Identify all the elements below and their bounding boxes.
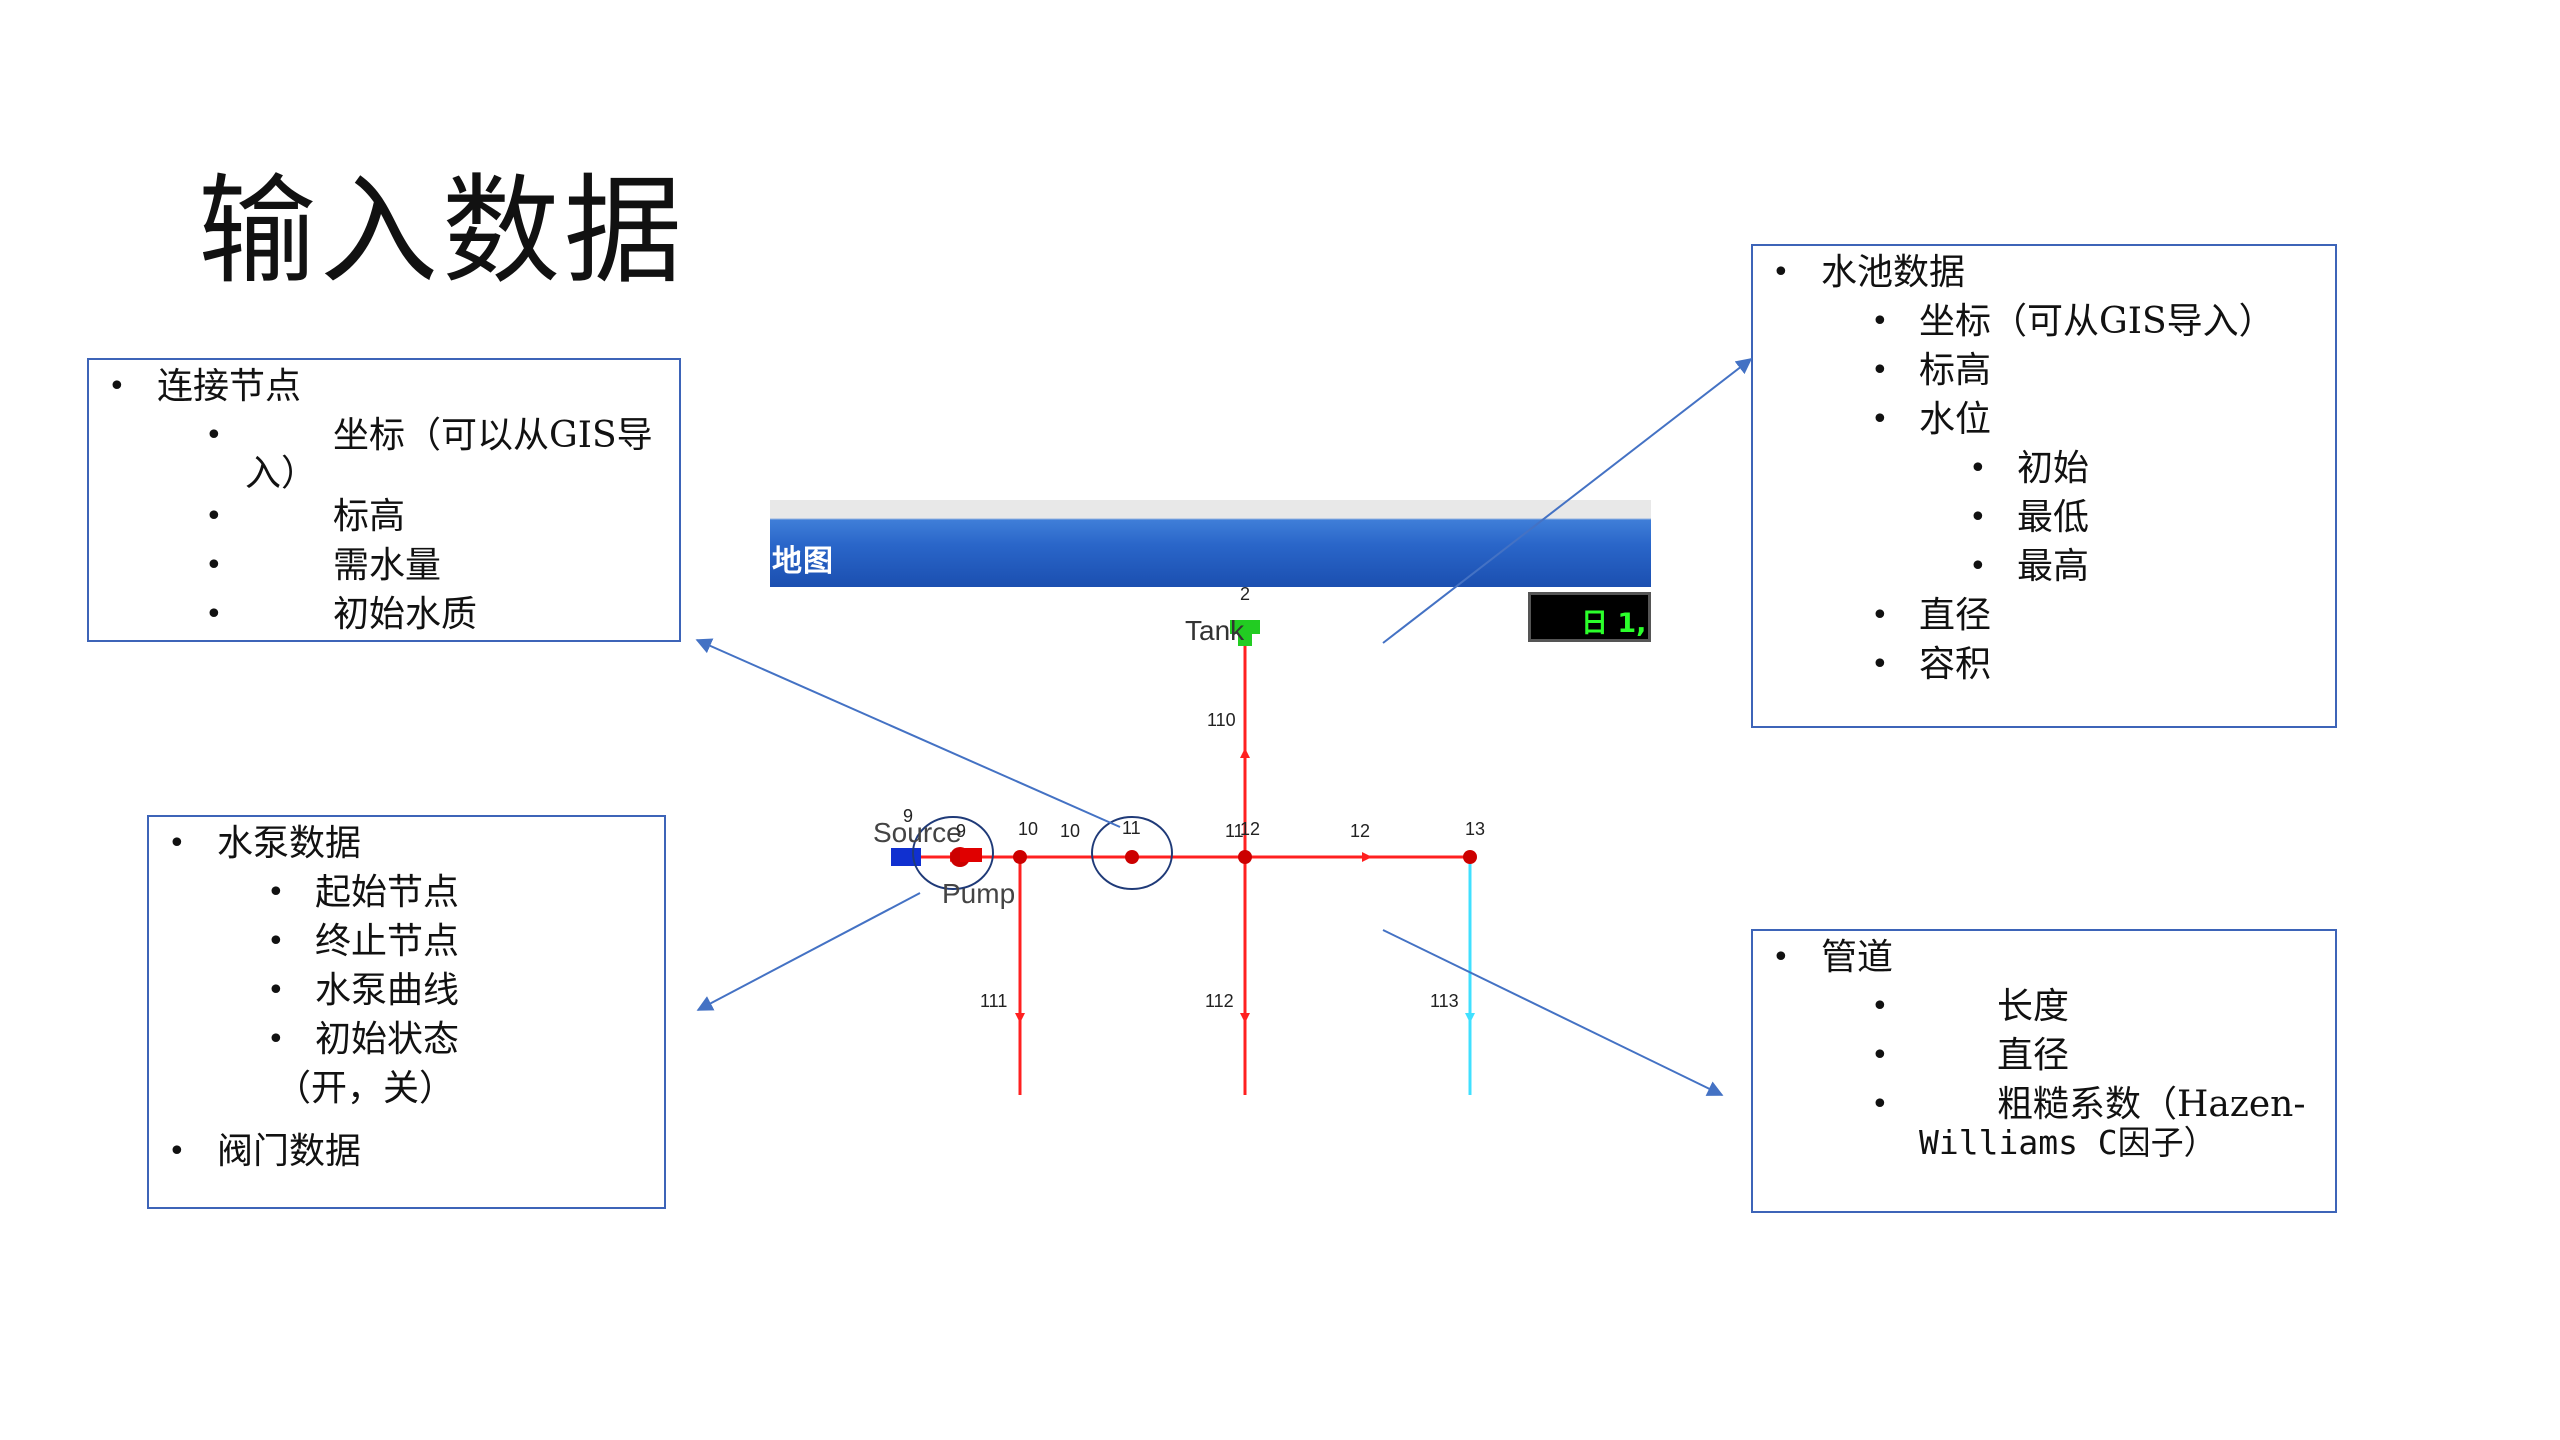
flow-arrow-112 xyxy=(1240,1013,1250,1023)
pipe-label-112: 112 xyxy=(1205,991,1234,1011)
valve-heading: 阀门数据 xyxy=(149,1127,664,1176)
node-label-13: 13 xyxy=(1465,819,1485,839)
junction-node-10 xyxy=(1013,850,1027,864)
page-title: 输入数据 xyxy=(198,162,687,300)
tank-level-max: 最高 xyxy=(1753,542,2335,591)
flow-arrow-113 xyxy=(1465,1013,1475,1023)
tank-item-volume: 容积 xyxy=(1753,640,2335,689)
junction-callout-circle xyxy=(1091,816,1173,890)
pipe-label-11: 11 xyxy=(1225,821,1244,841)
junction-item-initial-quality: 初始水质 xyxy=(89,590,679,639)
junction-heading: 连接节点 xyxy=(89,362,679,411)
tank-item-elevation: 标高 xyxy=(1753,346,2335,395)
junction-item-elevation: 标高 xyxy=(89,492,679,541)
pump-item-start-node: 起始节点 xyxy=(149,868,664,917)
junction-node-12 xyxy=(1238,850,1252,864)
source-label: Source xyxy=(873,817,962,848)
flow-arrow-110 xyxy=(1240,748,1250,758)
network-map: 地图 日 1, 2 xyxy=(770,500,1651,1095)
tank-label: Tank xyxy=(1185,615,1245,646)
pump-heading: 水泵数据 xyxy=(149,819,664,868)
pump-data-box: 水泵数据 起始节点 终止节点 水泵曲线 初始状态 （开，关） 阀门数据 xyxy=(147,815,666,1209)
tank-level-initial: 初始 xyxy=(1753,444,2335,493)
pump-symbol xyxy=(960,848,982,862)
pump-item-end-node: 终止节点 xyxy=(149,917,664,966)
tank-level-min: 最低 xyxy=(1753,493,2335,542)
network-diagram: 2 Tank 110 9 Source 9 Pump 10 10 11 11 1… xyxy=(873,584,1485,1095)
flow-arrow-111 xyxy=(1015,1013,1025,1023)
junction-item-coordinates: 坐标（可以从GIS导 入） xyxy=(89,411,679,492)
pipe-item-roughness: 粗糙系数（Hazen- Williams C因子） xyxy=(1753,1080,2335,1161)
pipe-label-110: 110 xyxy=(1207,710,1236,730)
tank-data-box: 水池数据 坐标（可从GIS导入） 标高 水位 初始 最低 最高 直径 容积 xyxy=(1751,244,2337,728)
pipe-item-length: 长度 xyxy=(1753,982,2335,1031)
junction-node-11 xyxy=(1125,850,1139,864)
tank-item-diameter: 直径 xyxy=(1753,591,2335,640)
tank-item-level: 水位 xyxy=(1753,395,2335,444)
pipe-label-111: 111 xyxy=(980,991,1007,1011)
map-window-title: 地图 xyxy=(772,544,834,579)
pipe-heading: 管道 xyxy=(1753,933,2335,982)
junction-data-box: 连接节点 坐标（可以从GIS导 入） 标高 需水量 初始水质 xyxy=(87,358,681,642)
pump-label: Pump xyxy=(942,878,1015,909)
tank-symbol xyxy=(1230,620,1260,634)
source-reservoir xyxy=(891,848,921,866)
pipe-label-113: 113 xyxy=(1430,991,1459,1011)
pipe-label-10: 10 xyxy=(1060,821,1080,841)
tank-symbol-base xyxy=(1238,634,1252,646)
node-label-11: 11 xyxy=(1122,818,1141,838)
tank-heading: 水池数据 xyxy=(1753,248,2335,297)
node-label-10: 10 xyxy=(1018,819,1038,839)
flow-arrow-12 xyxy=(1362,852,1372,862)
pipe-data-box: 管道 长度 直径 粗糙系数（Hazen- Williams C因子） xyxy=(1751,929,2337,1213)
pump-item-initial-status: 初始状态 （开，关） xyxy=(149,1015,664,1113)
junction-item-demand: 需水量 xyxy=(89,541,679,590)
tank-item-coordinates: 坐标（可从GIS导入） xyxy=(1753,297,2335,346)
pump-item-curve: 水泵曲线 xyxy=(149,966,664,1015)
junction-node-13 xyxy=(1463,850,1477,864)
pipe-item-diameter: 直径 xyxy=(1753,1031,2335,1080)
pump-id-label: 9 xyxy=(956,821,966,841)
node-label-12: 12 xyxy=(1240,819,1260,839)
pipe-label-12: 12 xyxy=(1350,821,1370,841)
tank-id-label: 2 xyxy=(1240,584,1250,604)
